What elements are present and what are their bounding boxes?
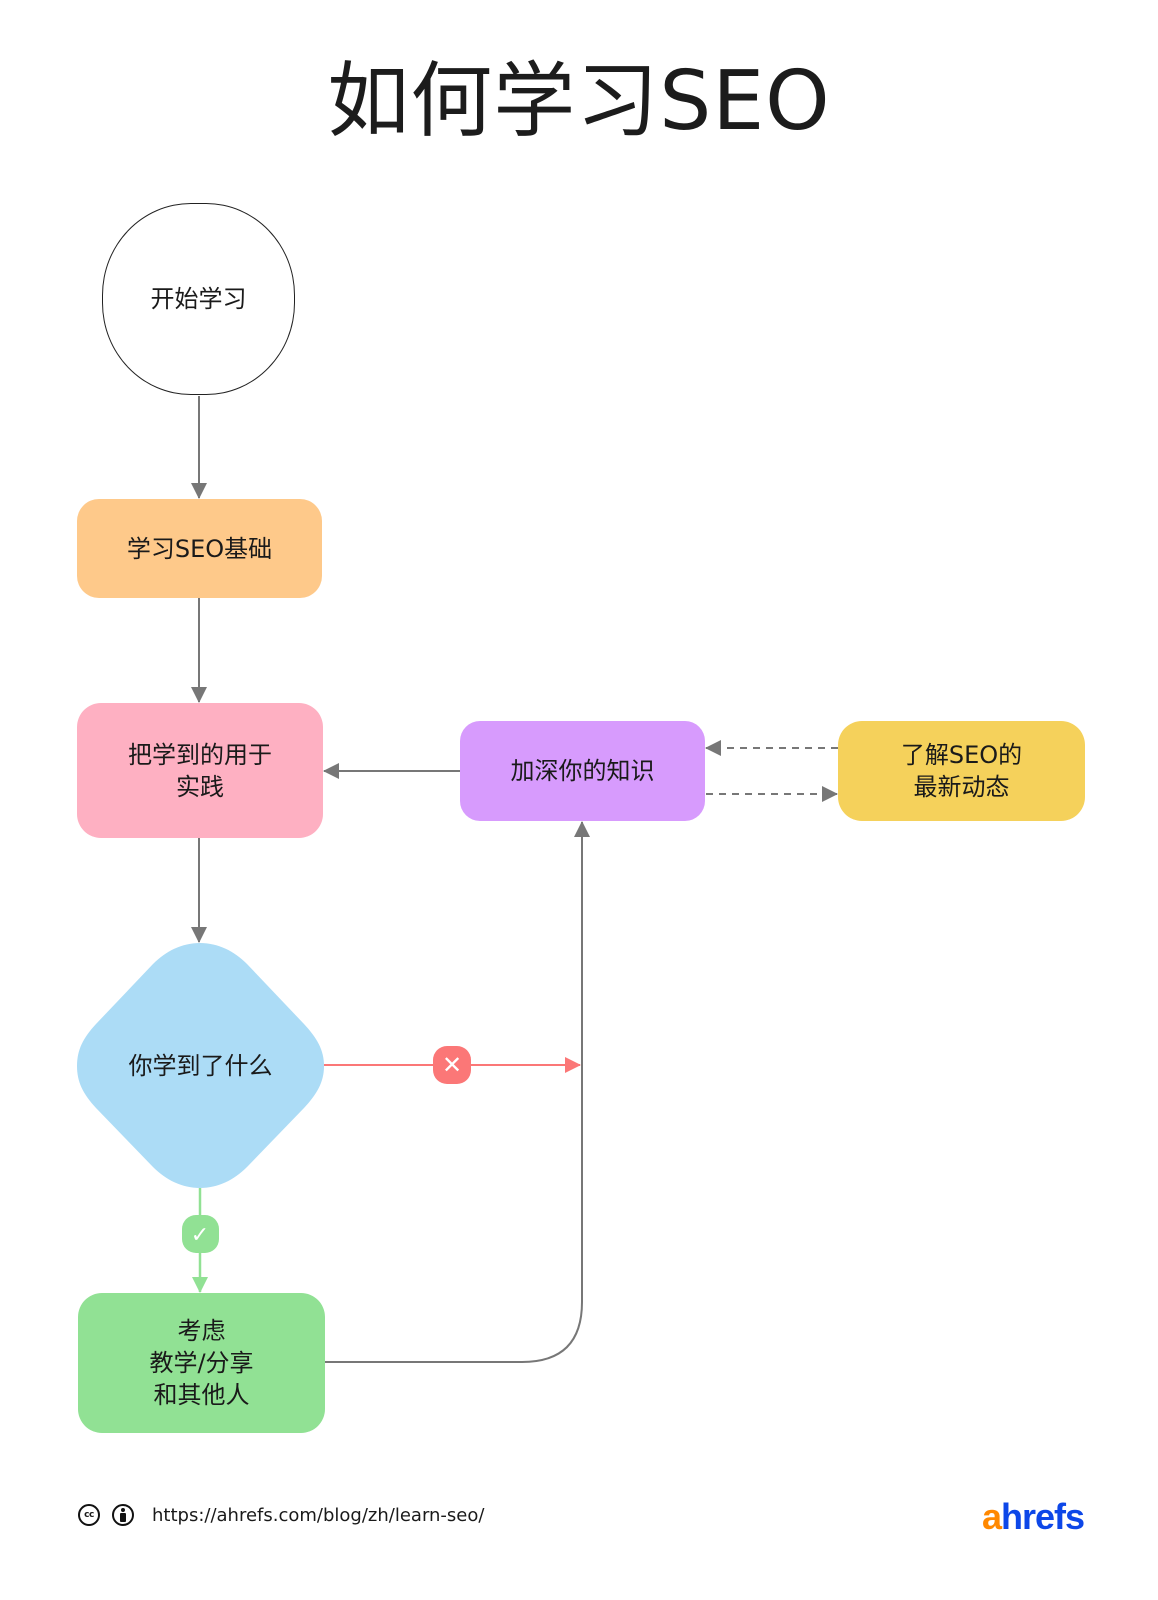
node-apply-practice: 把学到的用于 实践 [77,703,323,838]
by-icon [112,1504,134,1526]
node-decision-label: 你学到了什么 [128,1051,273,1080]
cc-icon: cc [78,1504,100,1526]
node-teach-share: 考虑 教学/分享 和其他人 [78,1293,325,1433]
yes-badge-glyph: ✓ [191,1223,209,1248]
footer-attribution: cc https://ahrefs.com/blog/zh/learn-seo/ [78,1499,484,1531]
no-badge [433,1046,471,1084]
no-badge-glyph: ✕ [442,1051,462,1079]
node-seo-updates: 了解SEO的 最新动态 [838,721,1085,821]
node-deepen-label: 加深你的知识 [510,757,655,785]
decision-diamond [77,943,324,1188]
node-updates-label: 了解SEO的 最新动态 [900,741,1023,801]
node-learn-seo-basics: 学习SEO基础 [77,499,322,598]
ahrefs-logo: ahrefs [982,1496,1085,1538]
node-basics-label: 学习SEO基础 [126,534,273,563]
node-start-learning: 开始学习 [102,203,295,395]
node-teach-label: 考虑 教学/分享 和其他人 [149,1317,254,1409]
node-start-label: 开始学习 [150,285,247,313]
logo-rest: hrefs [1001,1496,1085,1537]
node-practice-label: 把学到的用于 实践 [128,740,272,801]
node-deepen-knowledge: 加深你的知识 [460,721,705,821]
page-title: 如何学习SEO [327,54,831,149]
source-url-link[interactable]: https://ahrefs.com/blog/zh/learn-seo/ [152,1504,485,1526]
yes-badge [182,1215,219,1253]
edge-teach-to-deepen [325,821,590,1363]
cc-icon-text: cc [84,1510,94,1520]
logo-a: a [982,1496,1002,1537]
node-what-did-you-learn: 你学到了什么 [77,943,324,1188]
